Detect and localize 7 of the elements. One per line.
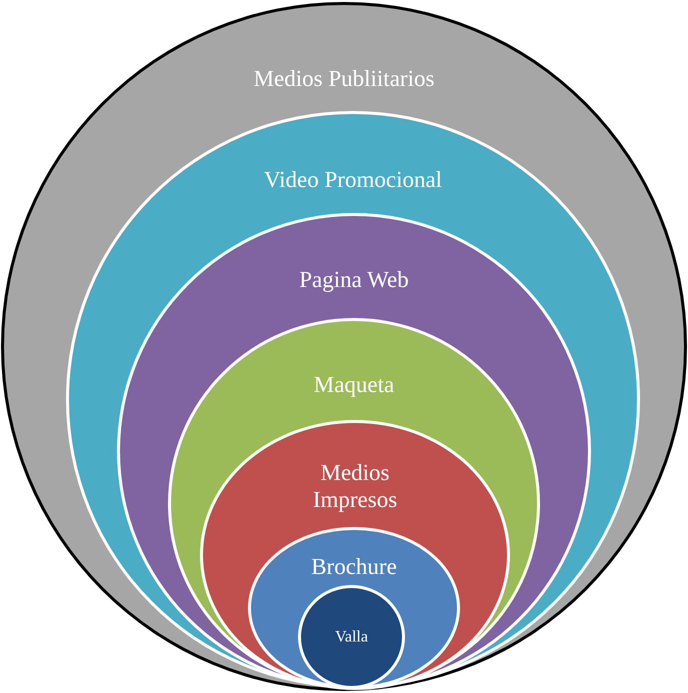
ring-label: Valla	[334, 628, 369, 648]
ring-label: Medios Publiitarios	[252, 65, 436, 92]
ring-label: Medios Impresos	[312, 459, 398, 513]
ring-label: Pagina Web	[298, 266, 410, 293]
ring-label: Maqueta	[312, 371, 396, 398]
ring-label: Brochure	[310, 553, 398, 580]
ring-label: Video Promocional	[262, 166, 444, 193]
